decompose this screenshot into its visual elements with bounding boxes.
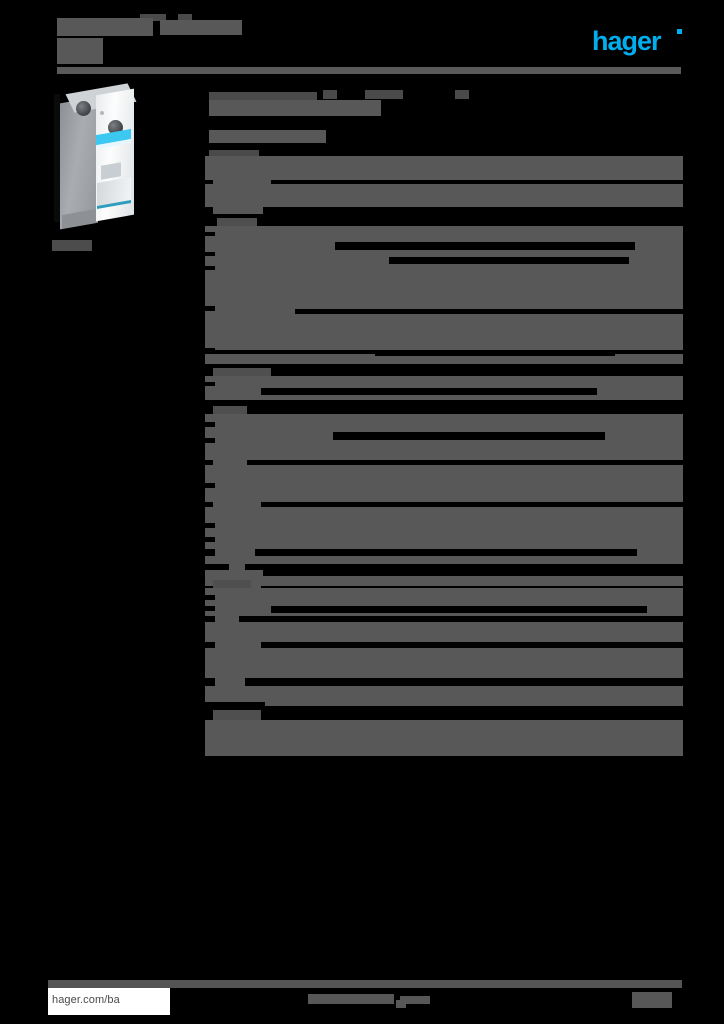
row-separator xyxy=(205,180,683,184)
table-row-group xyxy=(205,226,683,320)
value-gap xyxy=(239,616,683,622)
table-row-group xyxy=(205,507,683,569)
row-separator xyxy=(205,350,683,354)
row-label-bridge xyxy=(213,502,261,507)
row-separator xyxy=(205,564,683,570)
value-gap xyxy=(271,606,647,613)
product-image xyxy=(52,83,160,236)
value-gap xyxy=(261,388,597,395)
section-2-title xyxy=(217,218,257,226)
table-row xyxy=(205,720,683,756)
device-terminal-upper xyxy=(76,101,91,116)
footer-divider xyxy=(48,980,682,988)
value-gap xyxy=(389,257,629,264)
row-notch xyxy=(205,595,215,600)
row-notch xyxy=(205,252,215,256)
section-3-title xyxy=(213,368,271,377)
row-notch xyxy=(205,616,215,622)
content-heading-accent-2 xyxy=(323,90,337,99)
section-5-title xyxy=(213,580,251,588)
content-heading-accent-3 xyxy=(365,90,403,99)
row-notch xyxy=(205,422,215,427)
row-label-bridge xyxy=(213,207,263,214)
hager-wordmark: hager xyxy=(592,26,662,56)
row-label-bridge xyxy=(213,460,247,465)
table-row-group xyxy=(205,414,683,466)
footer-url[interactable]: hager.com/ba xyxy=(52,994,120,1006)
row-notch xyxy=(205,642,215,648)
content-heading-accent xyxy=(209,92,317,101)
section-1-title xyxy=(209,150,259,157)
section-gap xyxy=(205,214,683,224)
row-label-bridge xyxy=(229,564,245,570)
section-gap xyxy=(205,400,683,410)
header-accent-mark-2 xyxy=(178,14,192,21)
table-row xyxy=(205,648,683,686)
hager-logo: hager xyxy=(592,26,682,56)
value-gap xyxy=(295,309,683,314)
row-notch xyxy=(205,549,215,556)
main-heading xyxy=(209,100,381,116)
row-notch xyxy=(205,438,215,443)
page-subtitle xyxy=(57,38,103,64)
table-row xyxy=(205,686,683,706)
product-image-caption xyxy=(52,240,92,251)
table-row xyxy=(205,622,683,648)
table-row xyxy=(205,184,683,210)
table-row-group xyxy=(205,588,683,622)
row-separator xyxy=(205,460,683,465)
value-gap xyxy=(255,549,637,556)
section-gap xyxy=(205,364,683,372)
header-accent-mark-1 xyxy=(140,14,166,21)
header-divider xyxy=(57,67,681,74)
section-gap xyxy=(205,702,683,712)
row-notch xyxy=(205,523,215,528)
value-gap xyxy=(335,242,635,250)
value-gap xyxy=(333,432,605,440)
row-label-bridge xyxy=(265,702,683,706)
footer-page-number xyxy=(632,992,672,1008)
row-notch xyxy=(205,483,215,488)
page-footer xyxy=(0,975,724,1024)
section-6-title xyxy=(213,710,261,720)
page-header: hager xyxy=(0,0,724,80)
logo-dot xyxy=(677,29,682,34)
footer-center-mark xyxy=(396,1000,406,1008)
row-separator xyxy=(205,207,683,214)
table-row-group xyxy=(205,465,683,507)
row-label-bridge xyxy=(213,180,271,184)
table-row-group xyxy=(205,320,683,366)
value-gap xyxy=(245,678,683,686)
value-gap xyxy=(261,642,683,648)
row-notch xyxy=(205,678,215,686)
page-title-continuation xyxy=(160,20,242,35)
row-notch xyxy=(205,266,215,270)
row-notch xyxy=(205,537,215,542)
row-notch xyxy=(205,606,215,611)
value-gap xyxy=(263,570,683,576)
main-subheading xyxy=(209,130,326,143)
section-4-title xyxy=(213,406,247,414)
row-notch xyxy=(205,382,215,386)
row-separator xyxy=(205,502,683,507)
row-notch xyxy=(205,232,215,236)
device-shadow xyxy=(54,94,60,222)
table-row xyxy=(205,156,683,184)
device-screw-hole xyxy=(100,111,104,115)
content-heading-accent-4 xyxy=(455,90,469,99)
page-title xyxy=(57,18,153,36)
footer-center-text-2 xyxy=(400,996,430,1004)
footer-center-text xyxy=(308,994,394,1004)
row-notch xyxy=(205,306,215,311)
footer-url-box xyxy=(48,988,170,1015)
